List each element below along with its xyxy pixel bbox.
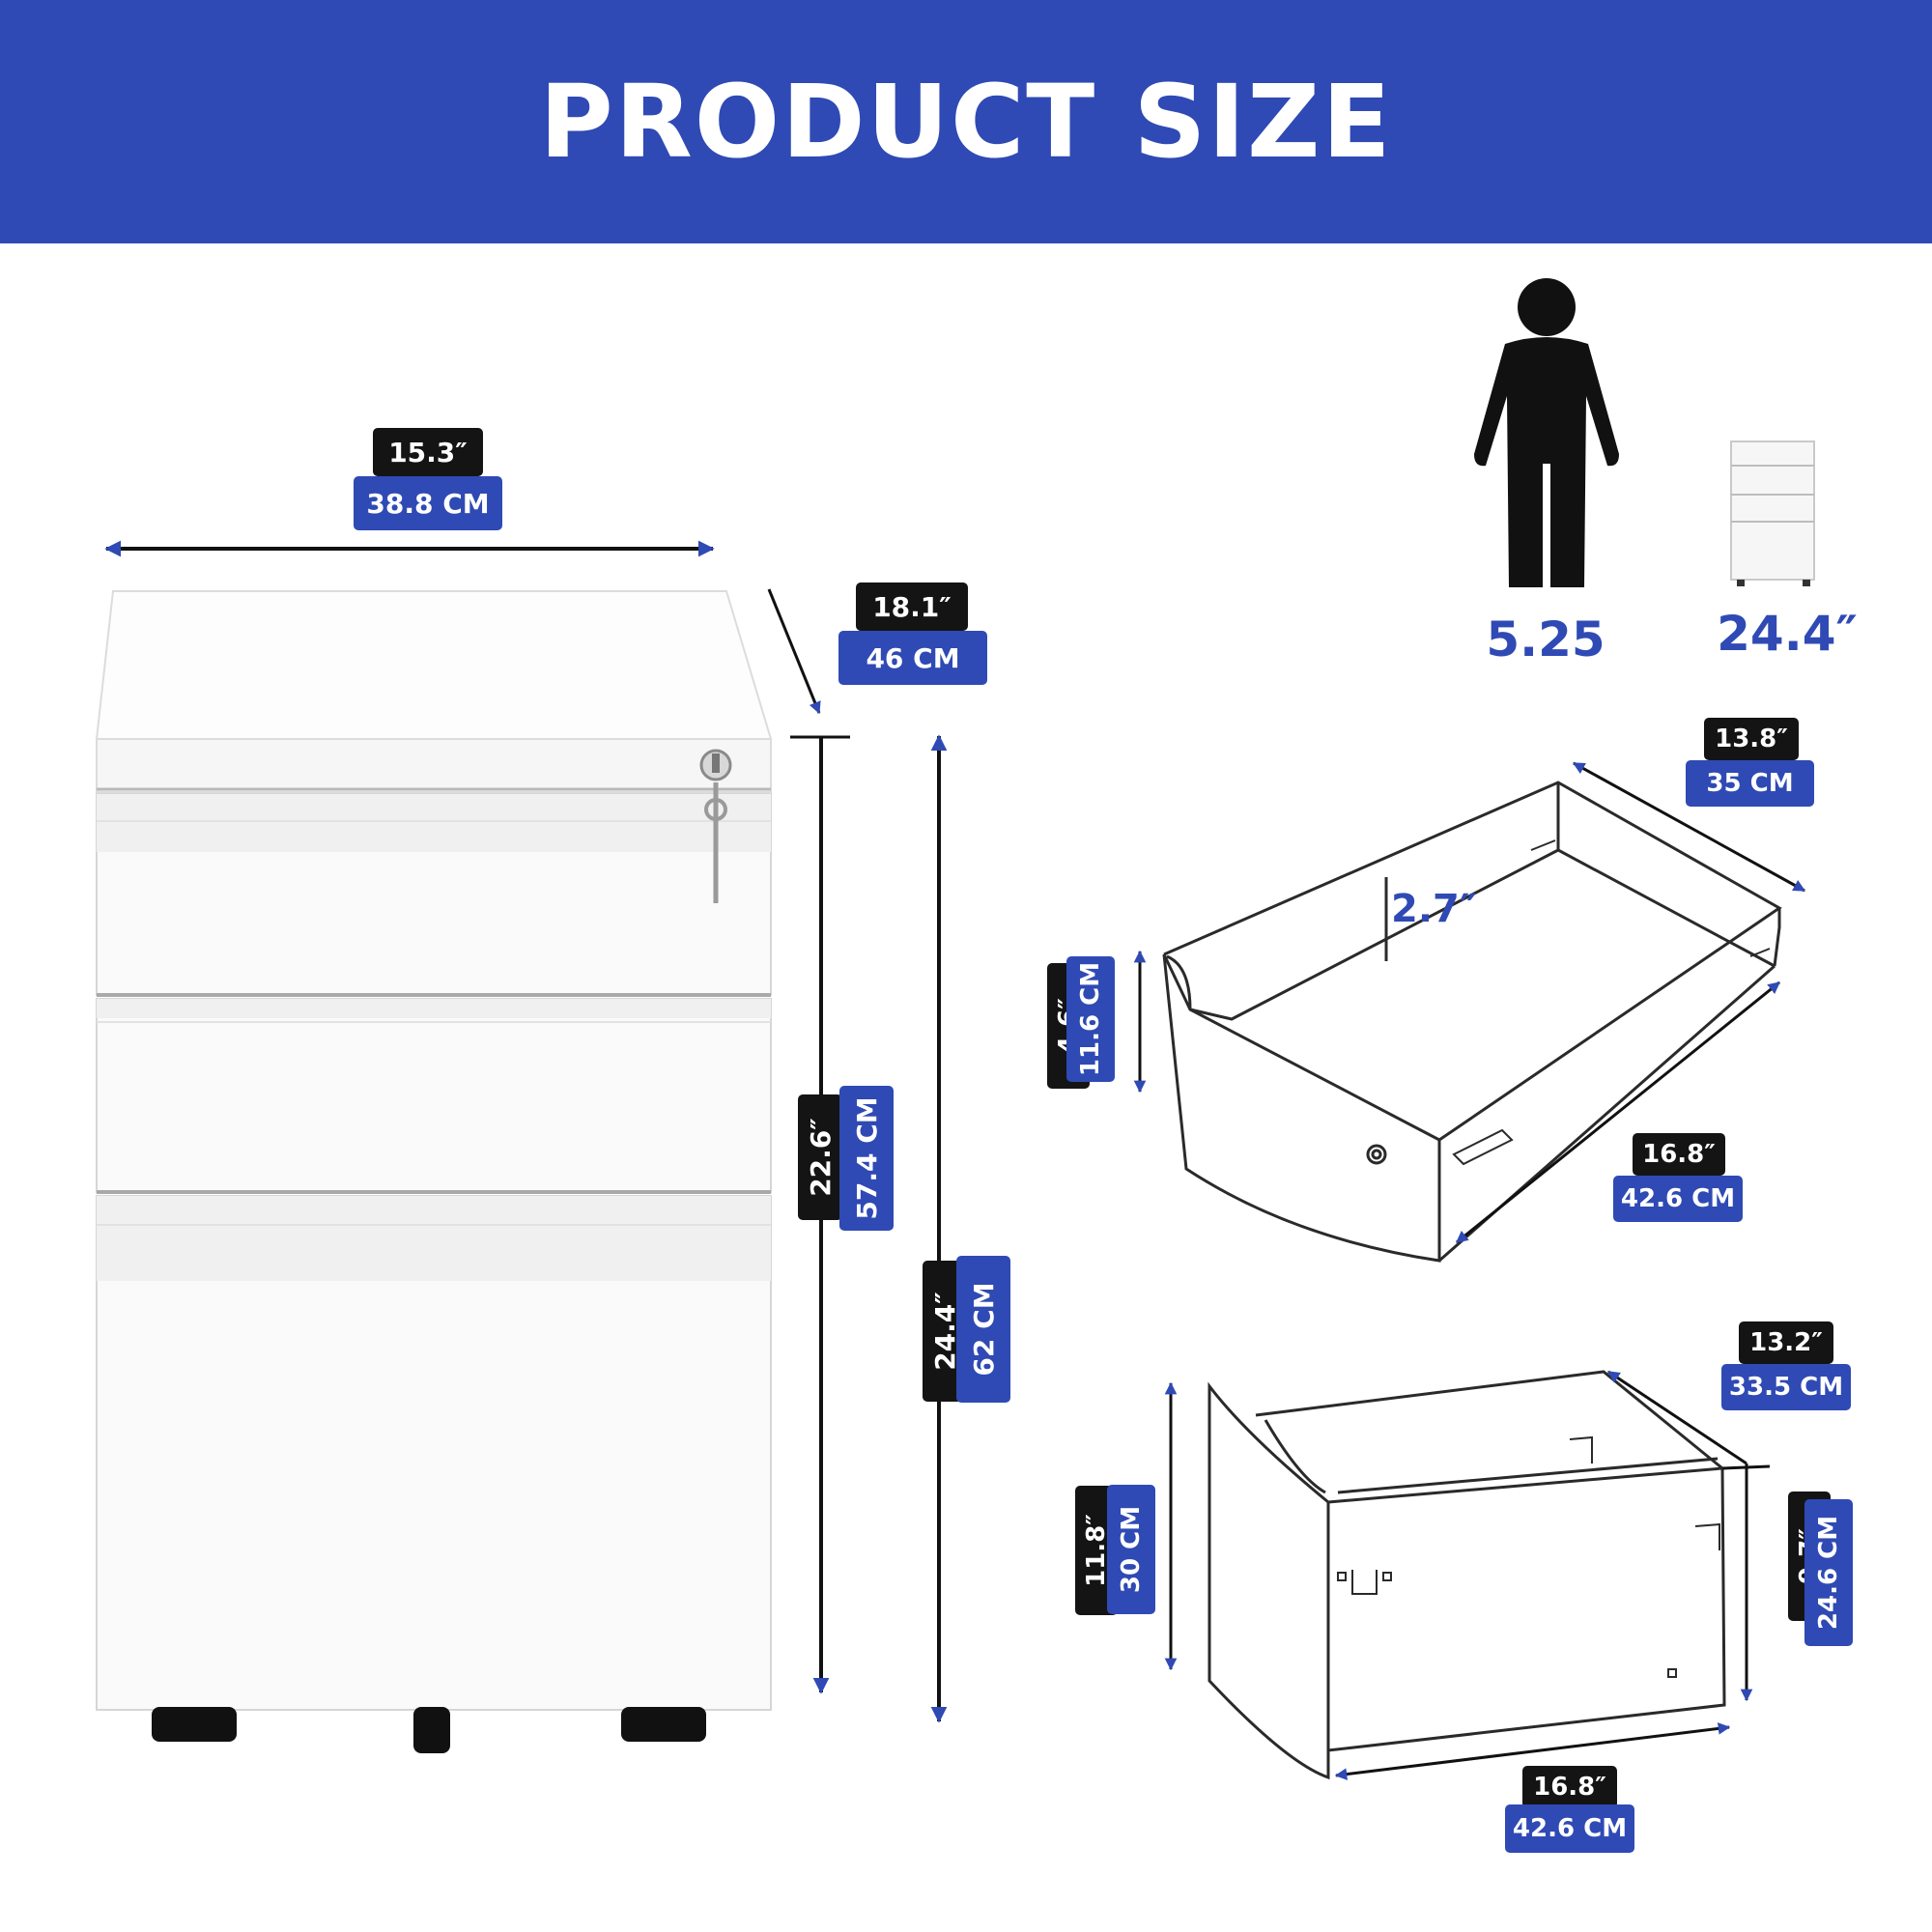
person-height-label: 5.25 [1486, 611, 1605, 668]
small-drawer-depth-cm-tag: 42.6 CM [1613, 1176, 1743, 1222]
cabinet-body-height-inch-tag: 22.6″ [798, 1094, 842, 1220]
file-drawer-width-inch-tag: 13.2″ [1739, 1321, 1833, 1364]
cabinet-depth-inch-tag: 18.1″ [856, 582, 968, 631]
small-drawer-depth-inch-tag: 16.8″ [1633, 1133, 1725, 1176]
cabinet-width-inch-tag: 15.3″ [373, 428, 483, 476]
file-drawer-depth-inch-tag: 16.8″ [1522, 1766, 1617, 1808]
file-drawer-inner-height-cm-tag: 24.6 CM [1804, 1499, 1853, 1646]
cabinet-body-height-cm-tag: 57.4 CM [839, 1086, 894, 1231]
page-title: PRODUCT SIZE [539, 63, 1393, 181]
person-icon [1474, 278, 1619, 587]
small-drawer-inner-height-label: 2.7″ [1391, 887, 1477, 931]
cabinet-height-compare-label: 24.4″ [1717, 606, 1858, 662]
file-drawer-image [1208, 1370, 1726, 1780]
cabinet-width-cm-tag: 38.8 CM [354, 476, 502, 530]
cabinet-depth-cm-tag: 46 CM [838, 631, 987, 685]
small-drawer-width-cm-tag: 35 CM [1686, 760, 1814, 807]
title-banner: PRODUCT SIZE [0, 0, 1932, 243]
small-drawer-front-height-cm-tag: 11.6 CM [1066, 956, 1115, 1082]
mini-cabinet-icon [1730, 440, 1815, 586]
small-drawer-width-inch-tag: 13.8″ [1704, 718, 1799, 760]
cabinet-image [95, 590, 773, 1753]
file-drawer-width-cm-tag: 33.5 CM [1721, 1364, 1851, 1410]
cabinet-total-height-cm-tag: 62 CM [956, 1256, 1010, 1403]
file-drawer-front-height-cm-tag: 30 CM [1107, 1485, 1155, 1614]
file-drawer-depth-cm-tag: 42.6 CM [1505, 1804, 1634, 1853]
